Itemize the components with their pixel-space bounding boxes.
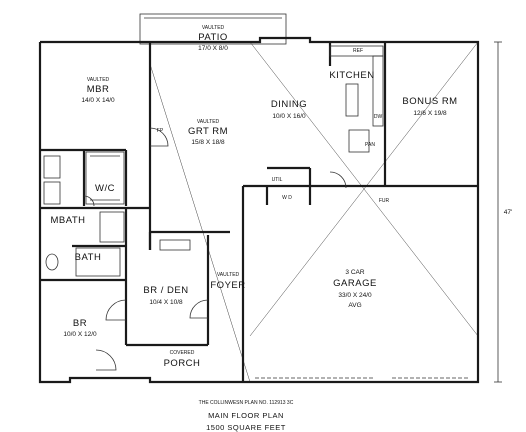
foyer-note: VAULTED xyxy=(217,272,240,278)
mbath-name: MBATH xyxy=(50,215,85,226)
title-block: THE COLLINWESN PLAN NO. 112913 3C MAIN F… xyxy=(199,400,294,432)
washer-dryer-label: W D xyxy=(282,195,292,201)
exterior-walls xyxy=(38,36,480,384)
dw-label: DW xyxy=(374,114,383,120)
porch-name: PORCH xyxy=(164,358,201,369)
wic-name: W/C xyxy=(95,183,115,194)
bath-name: BATH xyxy=(75,252,102,263)
mbr-note: VAULTED xyxy=(87,77,110,83)
closets xyxy=(85,151,191,251)
patio-outline xyxy=(139,13,287,45)
brden-size: 10/4 X 10/8 xyxy=(149,299,183,306)
mbr-name: MBR xyxy=(87,84,110,95)
ref-label: REF xyxy=(353,48,363,54)
pan-label: PAN xyxy=(365,142,375,148)
plan-name: THE COLLINWESN PLAN NO. 112913 3C xyxy=(199,400,294,406)
brden-name: BR / DEN xyxy=(143,285,188,296)
garage-line4: AVG xyxy=(348,302,361,309)
patio-size: 17/0 X 8/0 xyxy=(198,45,228,52)
grtrm-note: VAULTED xyxy=(197,119,220,125)
garage-line1: 3 CAR xyxy=(345,269,364,276)
mbr-size: 14/0 X 14/0 xyxy=(81,97,115,104)
grtrm-name: GRT RM xyxy=(188,126,228,137)
patio-name: PATIO xyxy=(198,32,228,43)
br-size: 10/0 X 12/0 xyxy=(63,331,97,338)
garage-size: 33/0 X 24/0 xyxy=(338,292,372,299)
dimension-line: 47' xyxy=(494,41,512,383)
furnace-label: FUR xyxy=(379,198,390,204)
grtrm-size: 15/8 X 18/8 xyxy=(191,139,225,146)
bath-fixtures xyxy=(43,155,125,277)
plan-title: MAIN FLOOR PLAN xyxy=(208,411,284,420)
kitchen-counters xyxy=(329,45,384,153)
foyer-name: FOYER xyxy=(210,280,245,291)
door-swings xyxy=(83,127,347,371)
util-label: UTIL xyxy=(272,177,283,183)
bonus-name: BONUS RM xyxy=(402,96,457,107)
garage-name: GARAGE xyxy=(333,278,377,289)
porch-note: COVERED xyxy=(170,350,195,356)
bonus-size: 12/6 X 19/8 xyxy=(413,110,447,117)
overall-depth-label: 47' xyxy=(504,209,512,216)
dining-size: 10/0 X 16/0 xyxy=(272,113,306,120)
dining-name: DINING xyxy=(271,99,307,110)
room-labels: VAULTED PATIO 17/0 X 8/0 VAULTED MBR 14/… xyxy=(50,25,457,369)
patio-note: VAULTED xyxy=(202,25,225,31)
br-name: BR xyxy=(73,318,87,329)
fold-lines xyxy=(149,41,479,383)
square-feet: 1500 SQUARE FEET xyxy=(206,423,286,432)
fireplace-label: FP xyxy=(157,128,164,134)
kitchen-name: KITCHEN xyxy=(329,70,374,81)
